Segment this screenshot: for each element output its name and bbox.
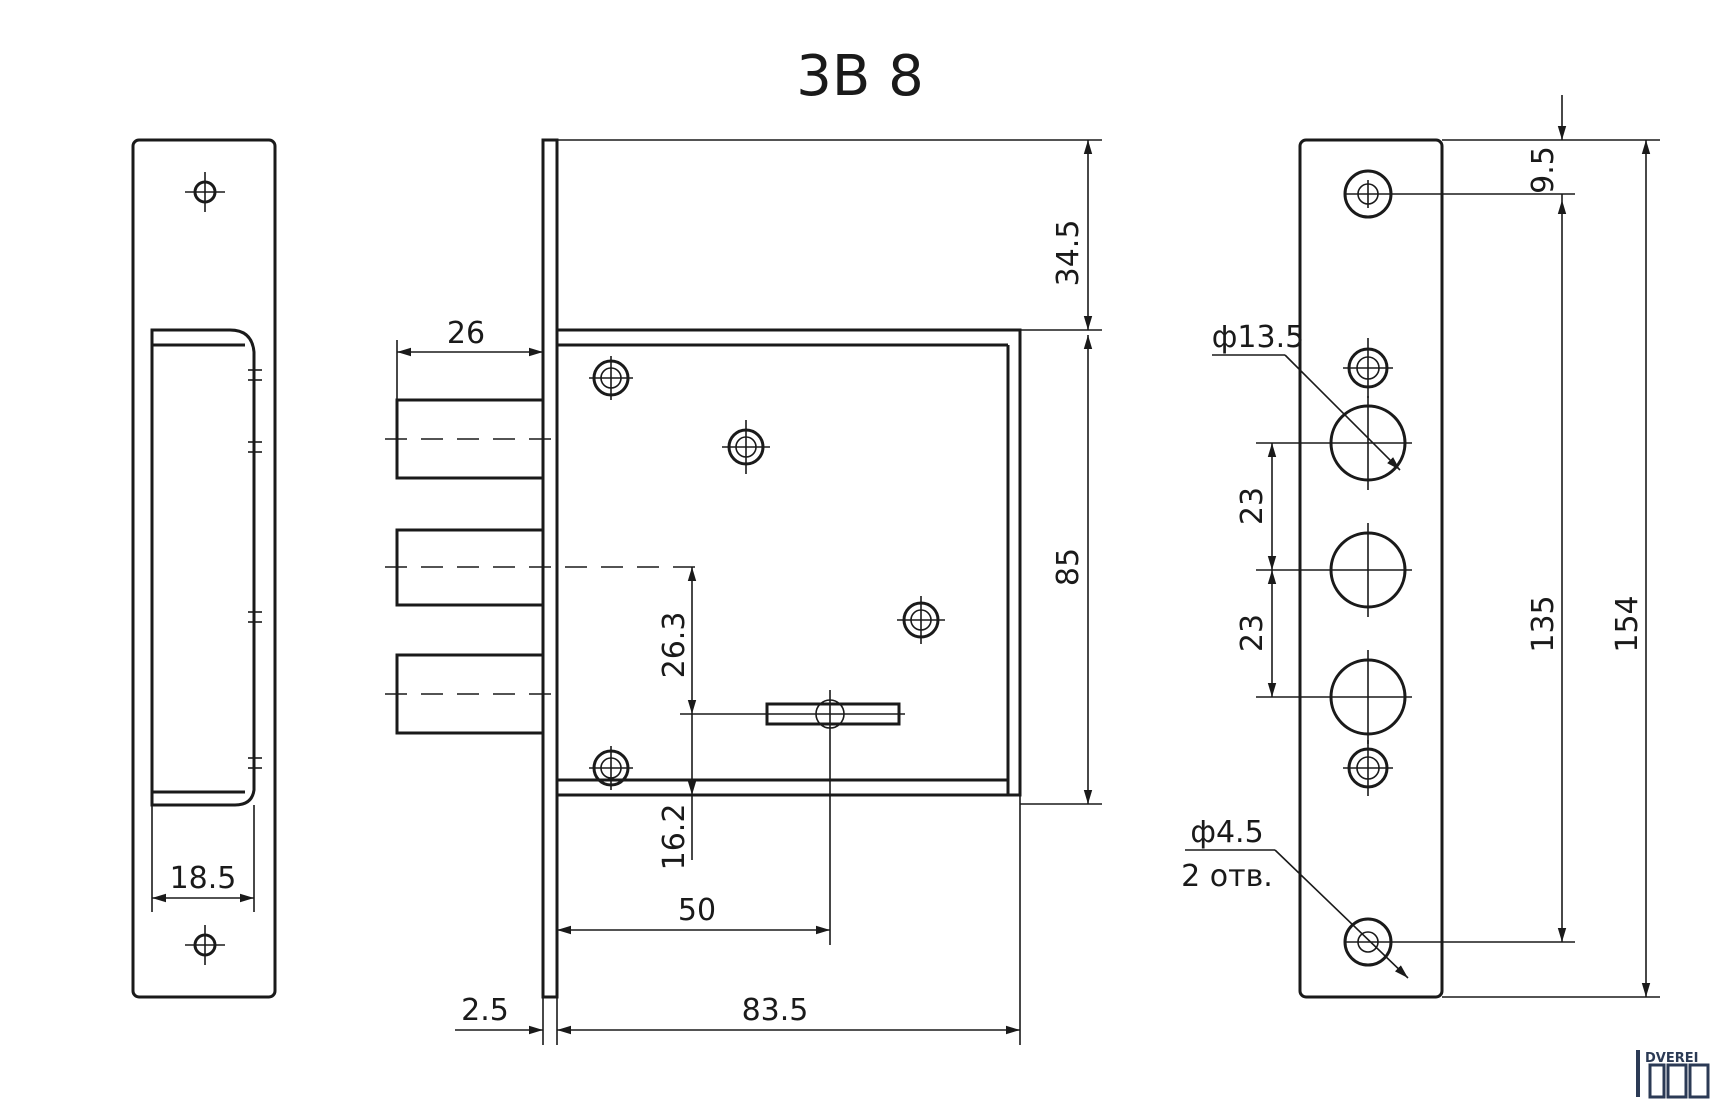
faceplate-outline: [1298, 138, 1444, 999]
dim-23-bottom: 23: [1235, 614, 1270, 652]
case-screw-icon: [589, 746, 633, 790]
logo: DVEREI: [1636, 1050, 1710, 1099]
dim-154: 154: [1610, 595, 1645, 652]
dim-135: 135: [1526, 595, 1561, 652]
dim-26: 26: [447, 316, 485, 351]
strike-plate-outline: [131, 138, 277, 999]
dim-holes-label: 2 отв.: [1181, 859, 1273, 894]
dim-16-2: 16.2: [657, 804, 692, 871]
strike-box: [150, 328, 262, 807]
lock-body-view: 26 34.5 85 26.3 16.2 50 2.5 83.5: [385, 138, 1102, 1045]
lock-case: [555, 328, 1022, 797]
dim-phi-4-5: ф4.5: [1190, 815, 1263, 850]
strike-top-hole-icon: [185, 172, 225, 212]
bolt-hole-icon: [1256, 396, 1412, 490]
dim-85: 85: [1051, 548, 1086, 586]
faceplate-bottom-hole-icon: [1343, 917, 1575, 967]
strike-plate-view: 18.5: [131, 138, 277, 999]
faceplate: [541, 138, 559, 999]
drawing-title: 3B 8: [796, 44, 923, 109]
dim-83-5: 83.5: [742, 993, 809, 1028]
dim-34-5: 34.5: [1051, 220, 1086, 287]
dim-23-top: 23: [1235, 487, 1270, 525]
faceplate-screw-icon: [1343, 338, 1393, 398]
bolt-hole-icon: [1256, 523, 1412, 617]
dim-9-5: 9.5: [1526, 146, 1561, 194]
case-screw-icon: [589, 356, 633, 400]
keyhole-icon: [680, 690, 905, 945]
faceplate-front-view: ф13.5 ф4.5 2 отв. 23 23 9.5 135 154: [1181, 95, 1660, 999]
dim-2-5: 2.5: [461, 993, 509, 1028]
bolt-hole-icon: [1256, 650, 1412, 744]
dim-18-5: 18.5: [170, 861, 237, 896]
faceplate-screw-icon: [1343, 740, 1393, 796]
dim-phi-13-5: ф13.5: [1212, 320, 1304, 355]
faceplate-top-hole-icon: [1343, 169, 1575, 219]
dim-50: 50: [678, 893, 716, 928]
case-screw-icon: [897, 596, 945, 644]
dim-26-3: 26.3: [657, 612, 692, 679]
case-screw-icon: [722, 420, 770, 474]
strike-bottom-hole-icon: [185, 925, 225, 965]
logo-text: DVEREI: [1645, 1051, 1698, 1066]
